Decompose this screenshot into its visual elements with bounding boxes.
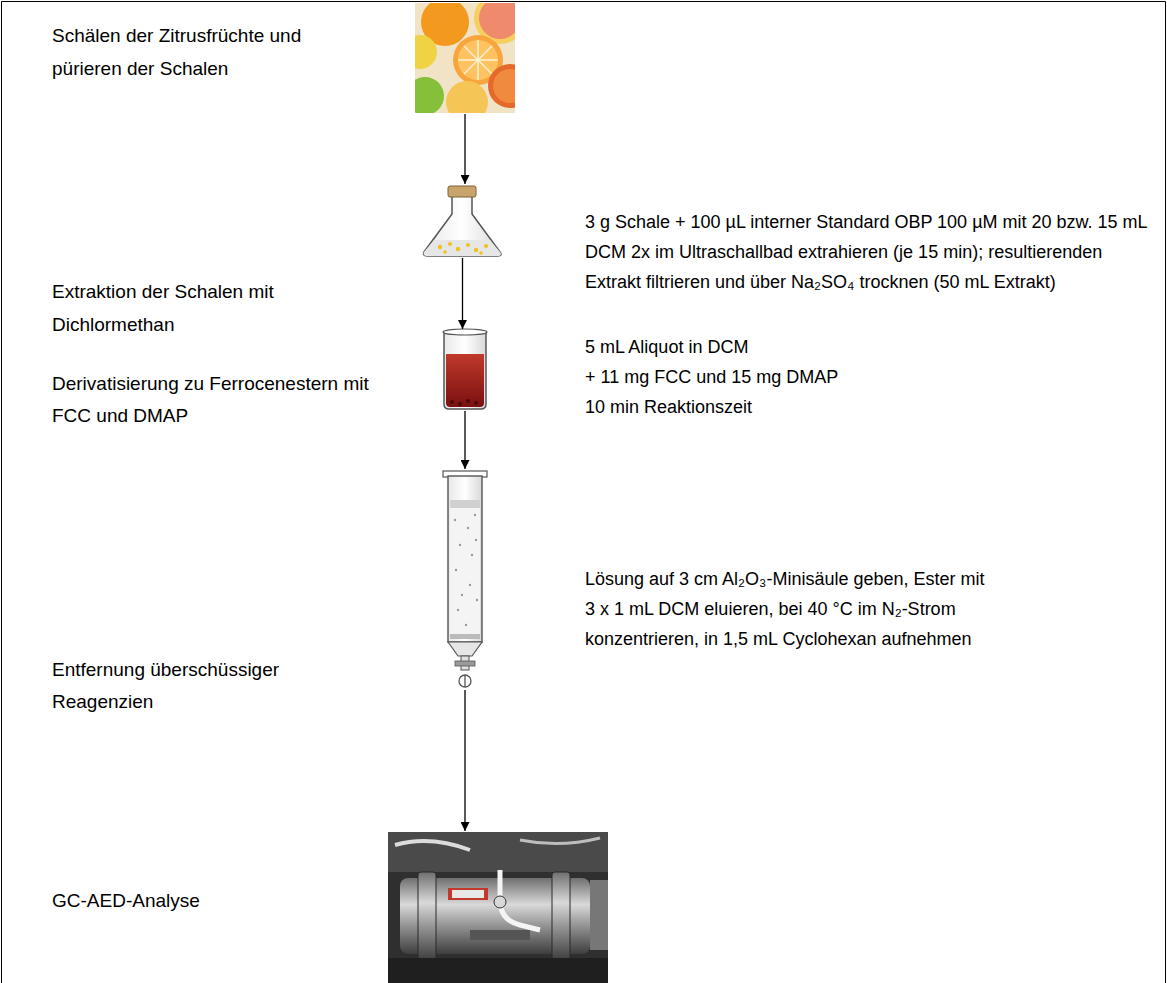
beaker-icon [443, 329, 487, 409]
step-description: 10 min Reaktionszeit [585, 392, 1160, 422]
instrument-photo [388, 832, 608, 983]
step-label: Entfernung überschüssiger Reagenzien [52, 654, 307, 718]
process-step: GC-AED-Analyse [388, 832, 608, 983]
column-icon [443, 471, 487, 687]
step-description: + 11 mg FCC und 15 mg DMAP [585, 362, 1160, 392]
step-description: 3 g Schale + 100 µL interner Standard OB… [585, 207, 1160, 297]
flow-arrow [464, 690, 465, 831]
step-label: Schälen der Zitrusfrüchte und pürieren d… [52, 19, 307, 85]
process-step: Derivatisierung zu Ferrocenestern mit FC… [442, 330, 488, 410]
flow-arrow [462, 258, 463, 329]
flow-arrow [464, 411, 465, 469]
step-label: GC-AED-Analyse [52, 885, 352, 917]
process-step: Extraktion der Schalen mit Dichlormethan… [420, 185, 505, 257]
process-step: Schälen der Zitrusfrüchte und pürieren d… [415, 3, 515, 113]
step-description: Lösung auf 3 cm Al₂O₃-Minisäule geben, E… [585, 564, 1160, 594]
step-label: Derivatisierung zu Ferrocenestern mit FC… [52, 368, 402, 432]
step-description: konzentrieren, in 1,5 mL Cyclohexan aufn… [585, 624, 1160, 654]
flask-icon [424, 186, 502, 256]
step-description: 5 mL Aliquot in DCM [585, 332, 1160, 362]
citrus-photo [415, 3, 515, 113]
process-step: Entfernung überschüssiger ReagenzienLösu… [442, 470, 488, 689]
flow-arrow [464, 114, 465, 184]
step-description: 3 x 1 mL DCM eluieren, bei 40 °C im N₂-S… [585, 594, 1160, 624]
step-label: Extraktion der Schalen mit Dichlormethan [52, 275, 317, 341]
